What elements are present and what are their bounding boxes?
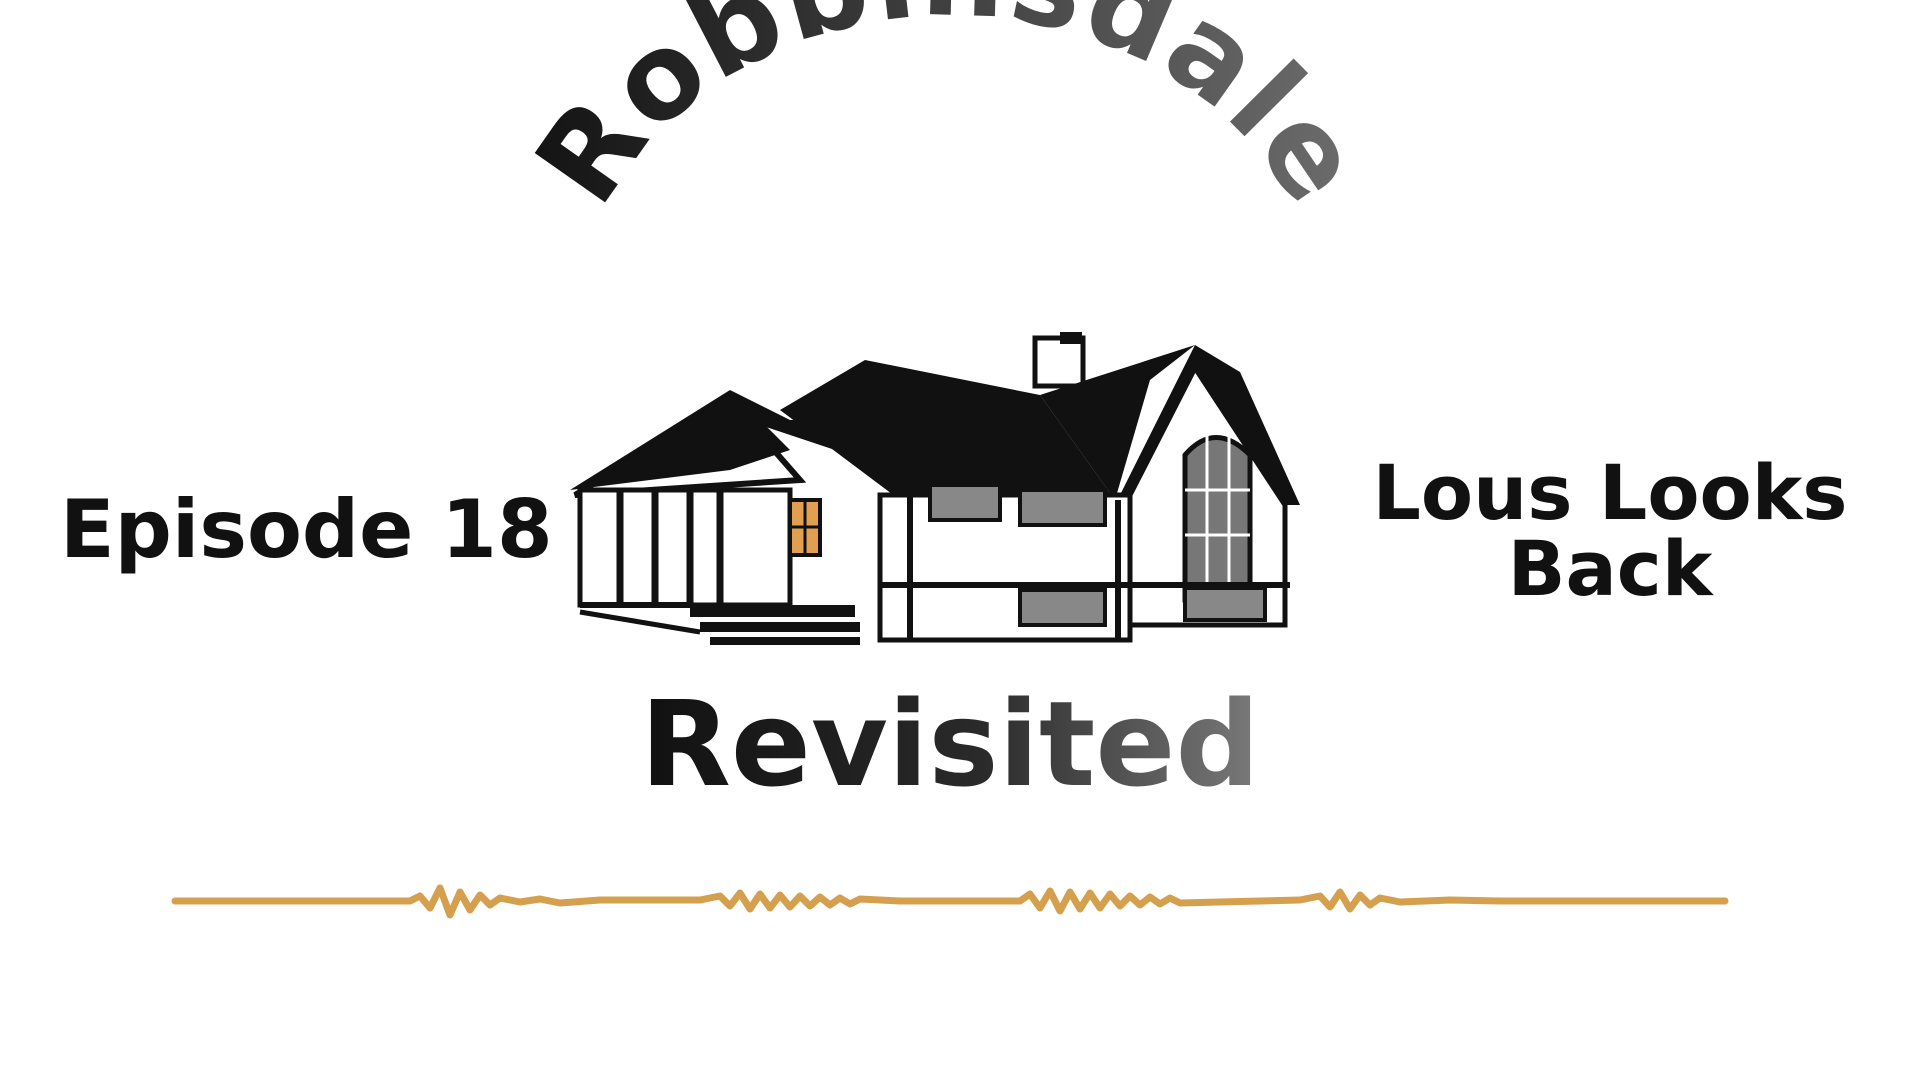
subtitle-line-2: Back bbox=[1507, 524, 1713, 613]
subtitle-line-1: Lous Looks bbox=[1372, 448, 1848, 537]
audio-waveform-icon bbox=[171, 884, 1729, 919]
episode-label: Episode 18 bbox=[60, 483, 553, 576]
episode-subtitle: Lous Looks Back bbox=[1340, 455, 1880, 607]
arc-title: Robbinsdale bbox=[509, 0, 1392, 227]
arc-title-text: Robbinsdale bbox=[509, 0, 1390, 227]
main-title: Revisited bbox=[640, 675, 1260, 813]
house-icon bbox=[570, 332, 1300, 645]
